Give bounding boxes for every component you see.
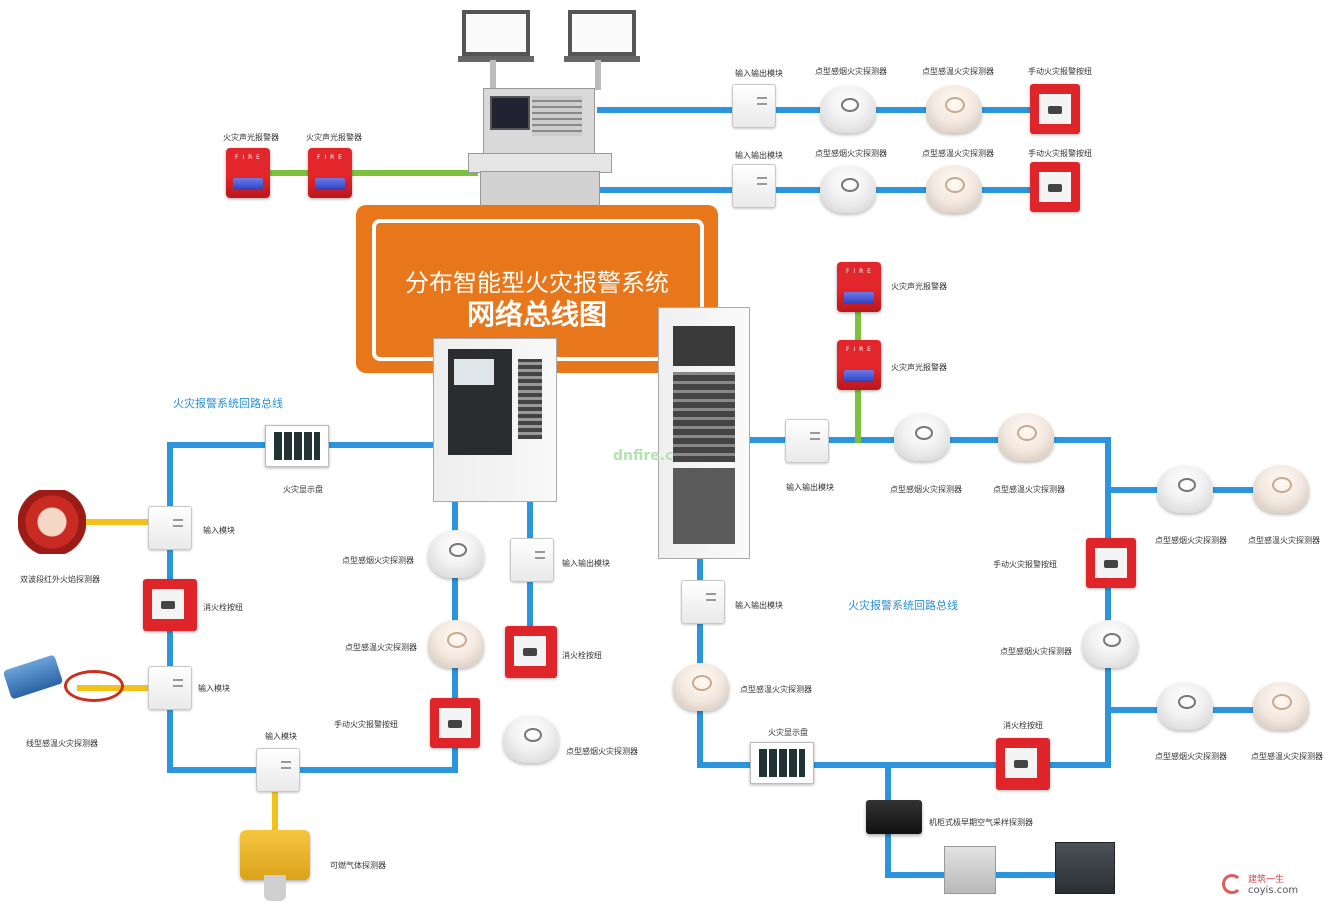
flame-detector-label: 双波段红外火焰探测器: [20, 575, 100, 584]
right-heat-label: 点型感温火灾探测器: [993, 485, 1065, 494]
top-io-module-1: [732, 84, 776, 128]
left-input-label-2: 输入模块: [198, 684, 230, 693]
top-io-label-1: 输入输出模块: [735, 69, 783, 78]
far-smoke-label-2: 点型感烟火灾探测器: [1155, 752, 1227, 761]
far-heat-label-2: 点型感温火灾探测器: [1251, 752, 1323, 761]
lower-display-label: 火灾显示盘: [768, 728, 808, 737]
mid-heat-label: 点型感温火灾探测器: [345, 643, 417, 652]
lower-hydrant-label: 消火栓按纽: [1003, 721, 1043, 730]
mid-io-module: [510, 538, 554, 582]
mid-manual-call-point: [430, 698, 480, 748]
right-strobe-label-1: 火灾声光报警器: [891, 282, 947, 291]
left-input-module-1: [148, 506, 192, 550]
mid-heat-detector: [428, 620, 484, 668]
aspirating-label: 机柜式极早期空气采样探测器: [929, 818, 1033, 827]
top-io-label-2: 输入输出模块: [735, 151, 783, 160]
left-hydrant-button: [143, 579, 197, 631]
left-display-label: 火灾显示盘: [283, 485, 323, 494]
far-heat-label-1: 点型感温火灾探测器: [1248, 536, 1320, 545]
top-heat-detector-2: [926, 165, 982, 213]
lower-heat-label: 点型感温火灾探测器: [740, 685, 812, 694]
bottom-input-label: 输入模块: [265, 732, 297, 741]
mid-hydrant-label: 消火栓按纽: [562, 651, 602, 660]
strobe-alarm-1: F I R E: [226, 148, 270, 198]
right-strobe-label-2: 火灾声光报警器: [891, 363, 947, 372]
far-heat-detector-1: [1253, 465, 1309, 513]
linear-heat-detector: [2, 650, 124, 702]
right-smoke-label: 点型感烟火灾探测器: [890, 485, 962, 494]
top-smoke-detector-2: [820, 165, 876, 213]
top-manual-label-1: 手动火灾报警按纽: [1028, 67, 1092, 76]
corner-watermark-top: 建筑一生: [1248, 875, 1285, 885]
bottom-input-module: [256, 748, 300, 792]
top-manual-label-2: 手动火灾报警按纽: [1028, 149, 1092, 158]
left-loop-bus: [167, 442, 458, 773]
top-io-module-2: [732, 164, 776, 208]
top-heat-detector-1: [926, 85, 982, 133]
lower-fire-display-panel: [750, 742, 814, 784]
workstation-right: [564, 10, 640, 62]
linear-heat-label: 线型感温火灾探测器: [26, 739, 98, 748]
right-manual-label: 手动火灾报警按纽: [993, 560, 1057, 569]
workstation-mast-left: [490, 60, 496, 90]
lower-io-module: [681, 580, 725, 624]
gas-detector-label: 可燃气体探测器: [330, 861, 386, 870]
mid-smoke-detector-1: [428, 530, 484, 578]
top-smoke-detector-1: [820, 85, 876, 133]
center-watermark: dnfire.c: [613, 448, 674, 464]
left-input-label-1: 输入模块: [203, 526, 235, 535]
title-line-2: 网络总线图: [466, 298, 607, 331]
workstation-left: [458, 10, 534, 62]
right-strobe-alarm-1: F I R E: [837, 262, 881, 312]
aspirating-detector: [866, 800, 922, 834]
top-smoke-label-1: 点型感烟火灾探测器: [815, 67, 887, 76]
strobe-label-1: 火灾声光报警器: [223, 133, 279, 142]
flame-detector: [18, 490, 86, 554]
far-smoke-detector-2: [1157, 682, 1213, 730]
right-bus-label: 火灾报警系统回路总线: [848, 599, 958, 612]
gas-detector-sensor: [264, 875, 286, 901]
title-line-1: 分布智能型火灾报警系统: [405, 269, 669, 297]
right-mid-smoke-detector: [1082, 620, 1138, 668]
right-smoke-detector: [894, 413, 950, 461]
far-smoke-label-1: 点型感烟火灾探测器: [1155, 536, 1227, 545]
aspirating-unit-silver: [944, 846, 996, 894]
strobe-label-2: 火灾声光报警器: [306, 133, 362, 142]
workstation-mast-right: [595, 60, 601, 90]
fire-alarm-controller-cabinet: [433, 338, 557, 502]
left-bus-label: 火灾报警系统回路总线: [173, 397, 283, 410]
lower-heat-detector: [673, 663, 729, 711]
gas-detector: [240, 830, 310, 880]
right-io-label: 输入输出模块: [786, 483, 834, 492]
top-heat-label-1: 点型感温火灾探测器: [922, 67, 994, 76]
far-smoke-detector-1: [1157, 465, 1213, 513]
left-fire-display-panel: [265, 425, 329, 467]
top-manual-call-point-1: [1030, 84, 1080, 134]
top-heat-label-2: 点型感温火灾探测器: [922, 149, 994, 158]
mid-manual-label: 手动火灾报警按纽: [334, 720, 398, 729]
right-heat-detector: [998, 413, 1054, 461]
fire-alarm-cabinet-tall: [658, 307, 750, 559]
right-manual-call-point: [1086, 538, 1136, 588]
lower-io-label: 输入输出模块: [735, 601, 783, 610]
right-mid-smoke-label: 点型感烟火灾探测器: [1000, 647, 1072, 656]
lower-hydrant-button: [996, 738, 1050, 790]
far-heat-detector-2: [1253, 682, 1309, 730]
aspirating-unit-dark: [1055, 842, 1115, 894]
mid-smoke-detector-2: [503, 715, 559, 763]
left-input-module-2: [148, 666, 192, 710]
mid-smoke-label-1: 点型感烟火灾探测器: [342, 556, 414, 565]
strobe-alarm-2: F I R E: [308, 148, 352, 198]
mid-smoke-label-2: 点型感烟火灾探测器: [566, 747, 638, 756]
mid-io-label: 输入输出模块: [562, 559, 610, 568]
top-smoke-label-2: 点型感烟火灾探测器: [815, 149, 887, 158]
corner-logo-icon: [1222, 874, 1242, 894]
mid-hydrant-button: [505, 626, 557, 678]
top-manual-call-point-2: [1030, 162, 1080, 212]
right-io-module: [785, 419, 829, 463]
left-hydrant-label: 消火栓按纽: [203, 603, 243, 612]
corner-watermark-bottom: coyis.com: [1248, 885, 1299, 896]
title-panel: 分布智能型火灾报警系统 网络总线图: [356, 205, 718, 373]
right-strobe-alarm-2: F I R E: [837, 340, 881, 390]
